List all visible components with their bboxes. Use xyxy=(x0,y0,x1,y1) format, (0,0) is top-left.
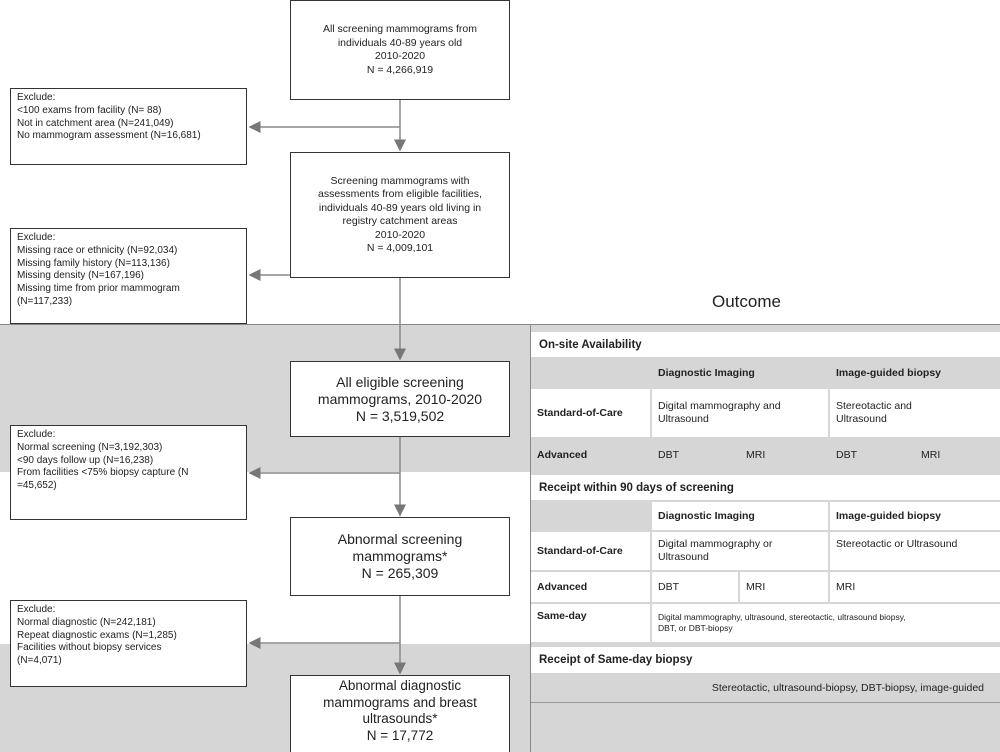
receipt-sameday-label: Same-day xyxy=(531,604,650,642)
exclusion-item: <100 exams from facility (N= 88) xyxy=(17,104,162,116)
cell-text: Digital mammography, ultrasound, stereot… xyxy=(658,612,906,622)
box-text: Screening mammograms with xyxy=(330,174,470,187)
box-text: Abnormal screening xyxy=(337,531,463,547)
receipt-col-biopsy: Image-guided biopsy xyxy=(830,502,1000,530)
exclude-label: Exclude: xyxy=(17,232,56,243)
box-text: individuals 40-89 years old living in xyxy=(318,201,482,214)
box-text: individuals 40-89 years old xyxy=(337,36,463,49)
receipt-advanced-biopsy-mri: MRI xyxy=(830,572,1000,602)
cell-text: Ultrasound xyxy=(658,413,709,425)
exclusion-item: Missing time from prior mammogram xyxy=(17,283,180,295)
exclusion-box-4: Exclude: Normal diagnostic (N=242,181) R… xyxy=(10,600,247,687)
outcome-title: Outcome xyxy=(712,292,781,311)
flow-box-abnormal-screening: Abnormal screening mammograms* N = 265,3… xyxy=(290,517,510,596)
receipt-advanced-label: Advanced xyxy=(531,572,650,602)
cell-text: Ultrasound xyxy=(836,413,887,425)
cell-text: Ultrasound xyxy=(658,551,709,563)
exclusion-box-3: Exclude: Normal screening (N=3,192,303) … xyxy=(10,425,247,520)
cell-text: Digital mammography and xyxy=(658,400,781,412)
onsite-col-diagnostic: Diagnostic Imaging xyxy=(652,359,828,387)
box-text: mammograms and breast xyxy=(323,694,477,710)
exclusion-item: Missing density (N=167,196) xyxy=(17,270,145,282)
exclusion-item: Repeat diagnostic exams (N=1,285) xyxy=(17,629,177,641)
box-text: mammograms* xyxy=(352,548,448,564)
sameday-biopsy-header: Receipt of Same-day biopsy xyxy=(531,647,1000,673)
box-count: N = 17,772 xyxy=(366,727,434,743)
box-text: ultrasounds* xyxy=(362,711,438,726)
receipt-soc-biopsy: Stereotactic or Ultrasound xyxy=(830,532,1000,570)
exclude-label: Exclude: xyxy=(17,604,56,615)
exclusion-box-1: Exclude: <100 exams from facility (N= 88… xyxy=(10,88,247,165)
receipt-advanced-mri: MRI xyxy=(740,572,828,602)
exclusion-item: Missing family history (N=113,136) xyxy=(17,257,170,269)
exclude-label: Exclude: xyxy=(17,92,56,103)
box-text: assessments from eligible facilities, xyxy=(318,188,482,200)
onsite-col-biopsy: Image-guided biopsy xyxy=(830,359,1000,387)
exclusion-item: Normal screening (N=3,192,303) xyxy=(17,441,163,453)
exclusion-item: (N=4,071) xyxy=(17,655,62,667)
exclusion-box-2: Exclude: Missing race or ethnicity (N=92… xyxy=(10,228,247,324)
flow-box-all-eligible: All eligible screening mammograms, 2010-… xyxy=(290,361,510,437)
flow-box-eligible-facilities: Screening mammograms with assessments fr… xyxy=(290,152,510,278)
sameday-biopsy-text: Stereotactic, ultrasound-biopsy, DBT-bio… xyxy=(531,675,1000,703)
exclusion-item: Missing race or ethnicity (N=92,034) xyxy=(17,244,178,256)
receipt-soc-diagnostic: Digital mammography or Ultrasound xyxy=(652,532,828,570)
box-text: registry catchment areas xyxy=(342,215,458,227)
exclusion-item: =45,652) xyxy=(17,480,57,492)
onsite-advanced-dbt: DBT xyxy=(652,439,738,471)
exclusion-item: No mammogram assessment (N=16,681) xyxy=(17,130,201,142)
exclusion-item: Normal diagnostic (N=242,181) xyxy=(17,616,156,628)
box-count: N = 4,009,101 xyxy=(366,242,434,254)
box-text: 2010-2020 xyxy=(374,50,426,62)
box-count: N = 3,519,502 xyxy=(355,407,445,424)
exclusion-item: Not in catchment area (N=241,049) xyxy=(17,117,174,129)
flow-box-abnormal-diagnostic: Abnormal diagnostic mammograms and breas… xyxy=(290,675,510,752)
box-count: N = 265,309 xyxy=(361,565,439,581)
box-count: N = 4,266,919 xyxy=(366,63,434,76)
flow-box-all-screening: All screening mammograms from individual… xyxy=(290,0,510,100)
box-text: All screening mammograms from xyxy=(322,23,478,35)
box-text: mammograms, 2010-2020 xyxy=(317,390,483,407)
receipt-90-days-header: Receipt within 90 days of screening xyxy=(531,475,1000,500)
receipt-advanced-dbt: DBT xyxy=(652,572,738,602)
exclusion-item: Facilities without biopsy services xyxy=(17,642,162,654)
exclusion-item: <90 days follow up (N=16,238) xyxy=(17,454,154,466)
onsite-availability-header: On-site Availability xyxy=(531,332,1000,357)
cell-text: Digital mammography or xyxy=(658,538,773,550)
onsite-advanced-label: Advanced xyxy=(531,439,650,471)
exclusion-item: From facilities <75% biopsy capture (N xyxy=(17,467,189,479)
exclude-label: Exclude: xyxy=(17,429,56,440)
cell-text: DBT, or DBT-biopsy xyxy=(658,623,733,633)
box-text: Abnormal diagnostic xyxy=(338,678,462,693)
onsite-advanced-biopsy-dbt: DBT xyxy=(830,439,913,471)
exclusion-item: (N=117,233) xyxy=(17,295,73,307)
receipt-col-diagnostic: Diagnostic Imaging xyxy=(652,502,828,530)
onsite-soc-label: Standard-of-Care xyxy=(531,389,650,437)
receipt-sameday-text: Digital mammography, ultrasound, stereot… xyxy=(652,604,1000,642)
box-text: All eligible screening xyxy=(336,373,464,390)
box-text: 2010-2020 xyxy=(374,228,426,241)
region-divider xyxy=(0,324,530,325)
onsite-soc-diagnostic: Digital mammography and Ultrasound xyxy=(652,389,828,437)
receipt-soc-label: Standard-of-Care xyxy=(531,532,650,570)
onsite-soc-biopsy: Stereotactic and Ultrasound xyxy=(830,389,1000,437)
cell-text: Stereotactic and xyxy=(836,400,912,412)
onsite-advanced-biopsy-mri: MRI xyxy=(915,439,1000,471)
onsite-advanced-mri: MRI xyxy=(740,439,828,471)
